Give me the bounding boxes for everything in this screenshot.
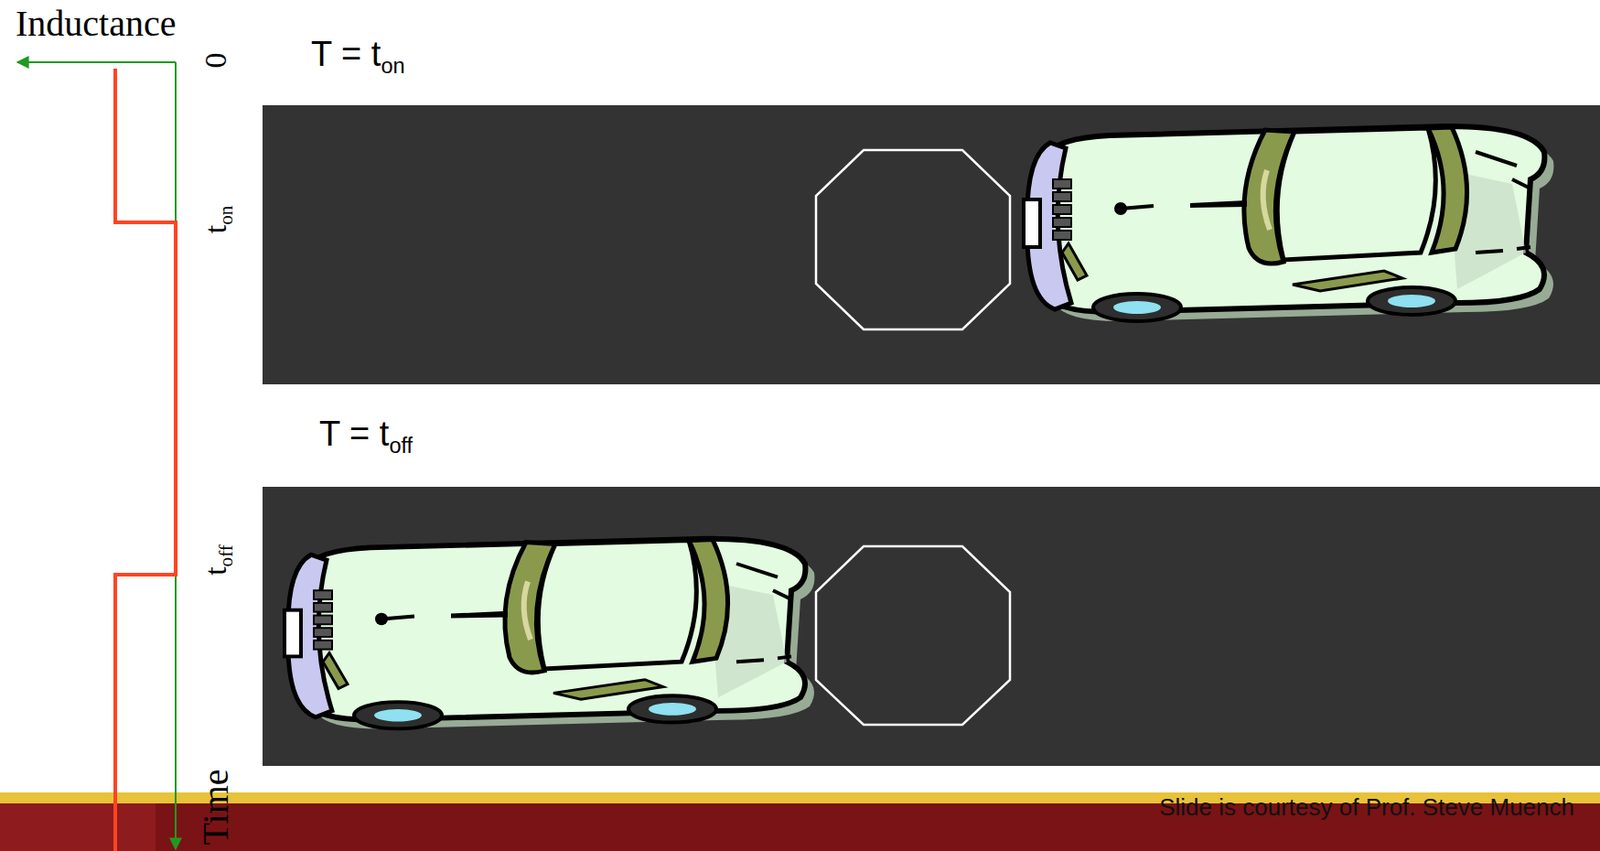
time-caption: T = t bbox=[319, 414, 389, 453]
text-group: T = ton bbox=[311, 36, 406, 72]
text-group: 0 bbox=[200, 53, 232, 69]
axis-tick: t bbox=[198, 225, 233, 234]
text-group: Inductance bbox=[15, 5, 176, 43]
axis-tick: 0 bbox=[198, 53, 233, 69]
car-illustration bbox=[1023, 126, 1554, 322]
road-panel bbox=[262, 105, 1600, 385]
axis-tick: t bbox=[198, 566, 233, 575]
inductance-axis bbox=[17, 61, 176, 64]
text-group: ton bbox=[200, 205, 232, 235]
stop-octagon bbox=[816, 150, 1010, 330]
footer-band bbox=[0, 803, 156, 851]
axis-title: Time bbox=[194, 768, 237, 845]
axis-title: Inductance bbox=[15, 2, 176, 44]
inductance-trace bbox=[115, 68, 176, 851]
car-illustration bbox=[284, 538, 815, 730]
text-group: T = toff bbox=[319, 416, 413, 452]
text-group: Slide is courtesy of Prof. Steve Muench bbox=[1159, 794, 1575, 819]
text-group: Time bbox=[197, 768, 235, 845]
subscript: on bbox=[214, 205, 237, 226]
subscript: off bbox=[388, 433, 413, 458]
subscript: off bbox=[214, 544, 237, 567]
subscript: on bbox=[380, 53, 405, 78]
text-group: toff bbox=[200, 544, 232, 576]
time-caption: T = t bbox=[311, 34, 381, 74]
stop-octagon bbox=[816, 546, 1010, 725]
credit-note: Slide is courtesy of Prof. Steve Muench bbox=[1159, 793, 1575, 821]
road-panel bbox=[262, 486, 1600, 766]
